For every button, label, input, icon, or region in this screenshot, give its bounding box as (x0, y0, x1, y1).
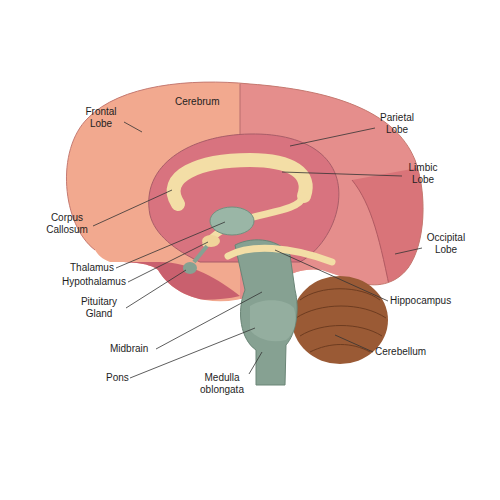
part-label: Frontal Lobe (78, 106, 124, 130)
part-label: Occipital Lobe (420, 232, 472, 256)
thalamus-shape (210, 207, 254, 235)
part-label: Hippocampus (390, 295, 451, 307)
hypothalamus-shape (202, 235, 220, 247)
part-label: Parietal Lobe (372, 112, 422, 136)
part-label: Pituitary Gland (74, 296, 124, 320)
brainstem-shape (235, 240, 297, 385)
lobe-boundary (240, 84, 241, 140)
part-label: Midbrain (110, 343, 148, 355)
part-label: Medulla oblongata (194, 372, 250, 396)
cerebellum-folia (296, 289, 386, 352)
part-label: Cerebellum (375, 346, 426, 358)
cerebellum-shape (292, 276, 388, 364)
pituitary-shape (183, 262, 197, 274)
part-label: Pons (106, 372, 129, 384)
temporal-area (120, 262, 240, 300)
part-label: Limbic Lobe (400, 162, 446, 186)
part-label: Thalamus (70, 262, 114, 274)
leader-lines (93, 122, 422, 378)
hippocampus-shape (228, 248, 332, 262)
fornix-shape (206, 196, 304, 244)
pons-shape (250, 300, 296, 341)
part-label: Corpus Callosum (40, 212, 94, 236)
part-label: Hypothalamus (62, 276, 126, 288)
corpus-callosum-shape (174, 160, 306, 204)
part-label: Cerebrum (175, 96, 219, 108)
occipital-lobe-area (352, 160, 460, 300)
